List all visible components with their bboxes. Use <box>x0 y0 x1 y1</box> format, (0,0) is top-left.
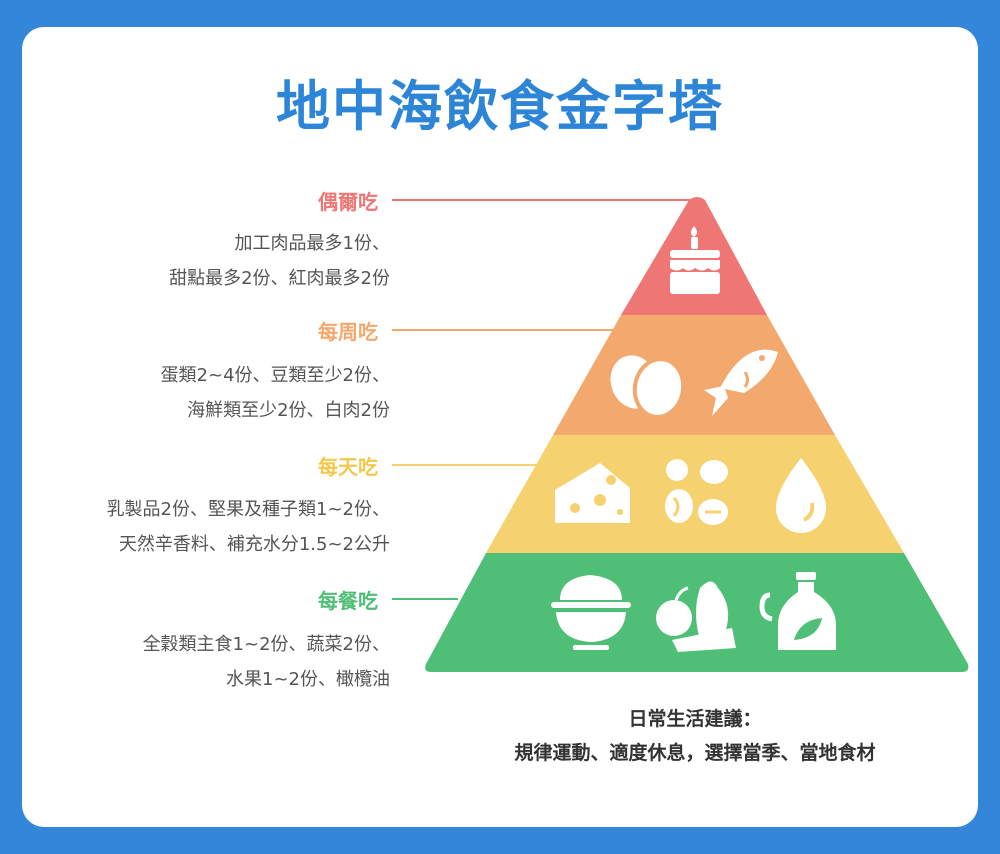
tier-desc-line: 天然辛香料、補充水分1.5~2公升 <box>118 534 390 555</box>
tier-desc-weekly: 蛋類2~4份、豆類至少2份、 海鮮類至少2份、白肉2份 <box>161 358 390 428</box>
tier-desc-line: 水果1~2份、橄欖油 <box>226 669 390 690</box>
tier-label-occasionally: 偶爾吃 <box>318 190 378 214</box>
advice-heading: 日常生活建議： <box>628 708 762 730</box>
eggs-icon <box>610 355 686 419</box>
tier-desc-line: 蛋類2~4份、豆類至少2份、 <box>160 365 390 386</box>
page-title: 地中海飲食金字塔 <box>276 75 724 138</box>
tier-label-weekly: 每周吃 <box>318 320 378 344</box>
tier-desc-line: 海鮮類至少2份、白肉2份 <box>187 400 390 421</box>
tier-desc-every-meal: 全穀類主食1~2份、蔬菜2份、 水果1~2份、橄欖油 <box>143 627 390 697</box>
tier-desc-line: 加工肉品最多1份、 <box>234 233 390 254</box>
water-drop-icon <box>776 458 826 533</box>
tier-desc-occasionally: 加工肉品最多1份、 甜點最多2份、紅肉最多2份 <box>169 226 390 296</box>
tier-desc-daily: 乳製品2份、堅果及種子類1~2份、 天然辛香料、補充水分1.5~2公升 <box>107 492 390 562</box>
pyramid-tier-daily <box>486 435 904 553</box>
cheese-icon <box>555 463 630 523</box>
rice-bowl-icon <box>551 575 631 650</box>
olive-oil-icon <box>759 572 836 650</box>
advice-text: 規律運動、適度休息，選擇當季、當地食材 <box>514 742 876 764</box>
tier-label-every-meal: 每餐吃 <box>318 589 378 613</box>
cake-icon <box>670 226 720 294</box>
fruit-vegetable-icon <box>656 581 736 652</box>
tier-desc-line: 乳製品2份、堅果及種子類1~2份、 <box>106 499 390 520</box>
pyramid-tier-weekly <box>553 315 835 435</box>
tier-label-daily: 每天吃 <box>318 455 378 479</box>
nuts-icon <box>665 459 728 525</box>
tier-desc-line: 全穀類主食1~2份、蔬菜2份、 <box>142 634 390 655</box>
tier-desc-line: 甜點最多2份、紅肉最多2份 <box>169 268 390 289</box>
fish-icon <box>704 349 778 416</box>
